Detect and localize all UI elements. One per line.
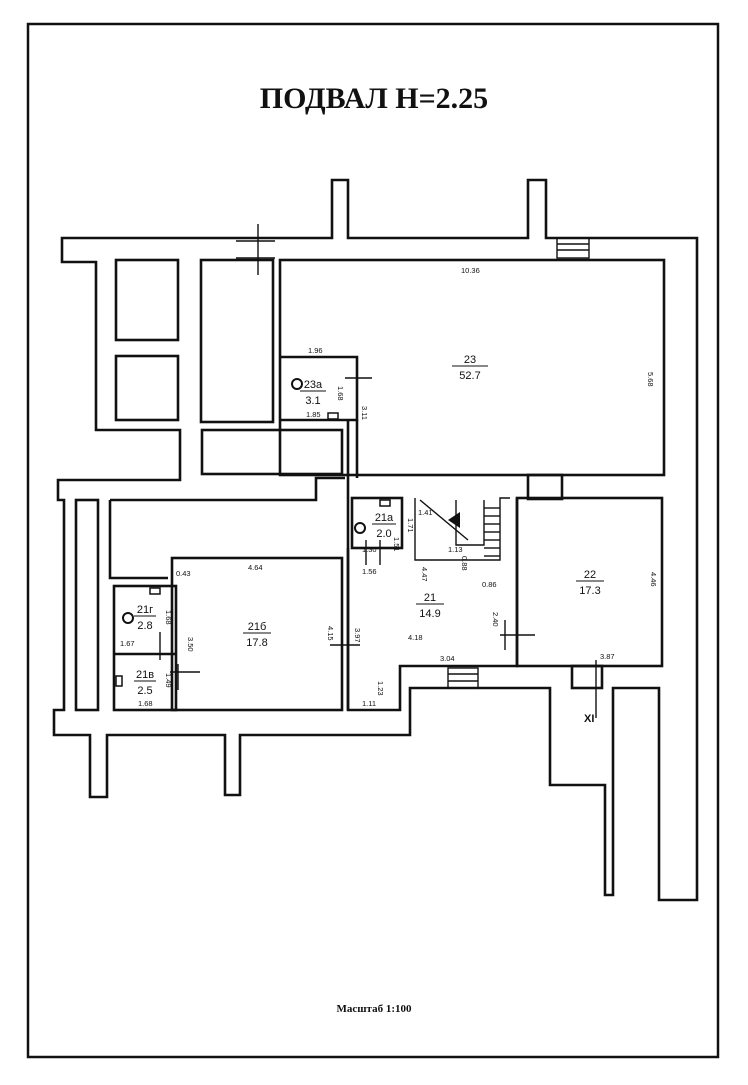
storage-block	[114, 258, 180, 342]
dimension-label: 1.23	[376, 681, 385, 696]
room-area: 52.7	[459, 370, 480, 382]
page-title: ПОДВАЛ Н=2.25	[259, 82, 489, 115]
window-mark	[447, 667, 479, 689]
room-number: 21а	[375, 512, 394, 524]
room-area: 2.8	[137, 620, 152, 632]
dimension-label: 1.56	[362, 567, 377, 576]
dimension-label: 1.85	[306, 410, 321, 419]
dimension-label: 1.30	[362, 545, 377, 554]
column-block	[526, 473, 564, 501]
toilet-icon	[354, 522, 366, 534]
dimension-label: 1.68	[138, 699, 153, 708]
room-area: 3.1	[305, 395, 320, 407]
dimension-label: 0.86	[482, 580, 497, 589]
dimension-label: 3.87	[600, 652, 615, 661]
dimension-label: 1.13	[448, 545, 463, 554]
column-block	[570, 664, 604, 690]
dimension-label: 1.51	[392, 537, 401, 552]
window-mark	[556, 237, 590, 259]
dimension-label: 3.04	[440, 654, 455, 663]
scale-label: Масштаб 1:100	[336, 1003, 412, 1015]
room-number: 21г	[137, 604, 153, 616]
dimension-label: 2.40	[491, 612, 500, 627]
room-area: 14.9	[419, 608, 440, 620]
room-number: 21в	[136, 669, 154, 681]
dimension-label: 0.88	[460, 556, 469, 571]
dimension-label: 4.64	[248, 563, 263, 572]
dimension-label: 10.36	[461, 266, 480, 275]
dimension-label: 1.11	[362, 699, 376, 708]
room-number: 22	[584, 569, 596, 581]
room-21g-21v-outline	[112, 584, 178, 712]
sink-icon	[379, 499, 391, 507]
dimension-label: 3.11	[360, 406, 369, 420]
sink-icon	[327, 412, 339, 420]
toilet-icon	[291, 378, 303, 390]
dimension-label: 4.18	[408, 633, 423, 642]
storage-block	[114, 354, 180, 422]
room-area: 17.3	[579, 585, 600, 597]
dimension-label: 1.71	[406, 518, 415, 533]
dimension-label: 3.97	[353, 628, 362, 643]
section-mark: XI	[584, 713, 594, 725]
room-area: 17.8	[246, 637, 267, 649]
dimension-label: 4.47	[420, 567, 429, 582]
left-strip	[74, 498, 100, 712]
room-area: 2.5	[137, 685, 152, 697]
room-23-outline	[278, 258, 666, 477]
dimension-label: 4.15	[326, 626, 335, 641]
sink-icon	[149, 587, 161, 595]
sink-icon	[115, 675, 123, 687]
storage-block	[199, 258, 275, 424]
sheet-frame	[26, 22, 720, 1059]
room-number: 21б	[248, 621, 267, 633]
toilet-icon	[122, 612, 134, 624]
room-23a-outline	[280, 355, 359, 422]
room-22-outline	[515, 496, 664, 668]
room-number: 23	[464, 354, 476, 366]
room-21a-outline	[350, 496, 404, 550]
staircase	[414, 497, 510, 561]
dimension-label: 1.68	[336, 386, 345, 401]
dimension-label: 1.41	[418, 508, 433, 517]
dimension-label: 1.68	[164, 610, 173, 625]
room-number: 21	[424, 592, 436, 604]
corridor-wall	[108, 500, 168, 580]
dimension-label: 1.49	[164, 673, 173, 688]
room-area: 2.0	[376, 528, 391, 540]
dimension-label: 5.68	[646, 372, 655, 387]
corridor-wall	[110, 476, 345, 502]
dimension-label: 1.67	[120, 639, 135, 648]
dimension-label: 3.50	[186, 637, 195, 652]
storage-block	[200, 428, 344, 476]
room-number: 23а	[304, 379, 323, 391]
dimension-label: 1.96	[308, 346, 323, 355]
outer-wall	[52, 178, 699, 902]
dimension-label: 4.46	[649, 572, 658, 587]
dimension-label: 0.43	[176, 569, 191, 578]
room-21b-outline	[170, 556, 344, 712]
